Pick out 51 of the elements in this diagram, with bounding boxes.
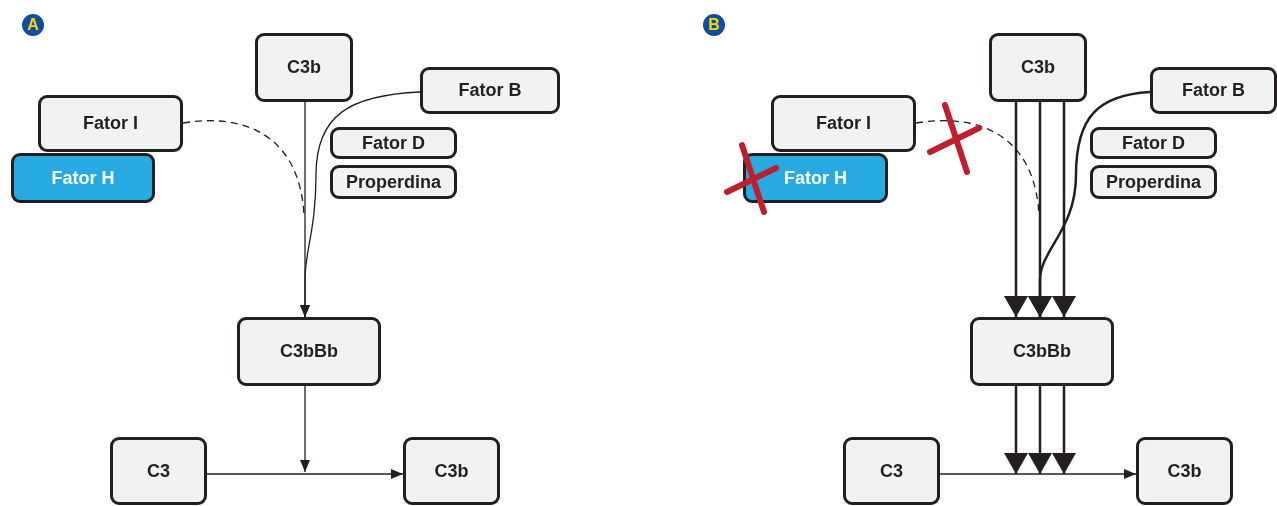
protein-box [110, 437, 207, 505]
arrow [1052, 102, 1076, 317]
protein-box [970, 317, 1114, 386]
node-label: C3b [434, 460, 469, 482]
protein-box [843, 437, 940, 505]
node-label: C3 [880, 460, 903, 482]
node-label: Properdina [1106, 171, 1201, 193]
panel-badge [22, 14, 44, 36]
arrow [1028, 90, 1151, 317]
node-label: Fator I [816, 113, 871, 134]
protein-box [1136, 437, 1233, 505]
node-label: Fator B [458, 80, 522, 101]
protein-box [255, 33, 353, 102]
protein-box [1150, 67, 1277, 114]
node-label: C3bBb [1013, 341, 1071, 362]
node-label: Fator I [83, 113, 138, 134]
panel-letter: A [27, 16, 39, 34]
protein-box [1090, 127, 1217, 159]
node-label: Fator H [784, 167, 847, 189]
arrow [1028, 386, 1052, 474]
protein-box [989, 33, 1087, 102]
protein-box [420, 67, 560, 114]
protein-box [38, 95, 183, 152]
arrow [939, 469, 1137, 479]
arrow [1004, 386, 1028, 474]
protein-box [11, 153, 155, 203]
dashed-connector [182, 120, 305, 216]
node-label: Fator D [1122, 132, 1185, 154]
node-label: C3b [1167, 460, 1202, 482]
protein-box [771, 95, 916, 152]
arrow [300, 91, 421, 318]
protein-box [1090, 165, 1217, 199]
node-label: C3b [1021, 57, 1055, 78]
node-label: C3 [147, 460, 170, 482]
protein-box [330, 127, 457, 159]
arrow [1052, 386, 1076, 474]
node-label: Fator H [51, 167, 115, 189]
node-label: Properdina [346, 171, 441, 193]
arrow [300, 385, 310, 473]
arrow [1004, 102, 1028, 317]
panel-badge [703, 14, 725, 36]
node-label: Fator D [362, 132, 425, 154]
panel-letter: B [708, 16, 720, 34]
protein-box [403, 437, 500, 505]
node-label: Fator B [1182, 80, 1245, 101]
protein-box [237, 317, 381, 386]
node-label: C3b [287, 57, 321, 78]
protein-box [330, 165, 457, 199]
protein-box [743, 153, 888, 203]
arrow [206, 469, 404, 479]
node-label: C3bBb [280, 341, 338, 362]
